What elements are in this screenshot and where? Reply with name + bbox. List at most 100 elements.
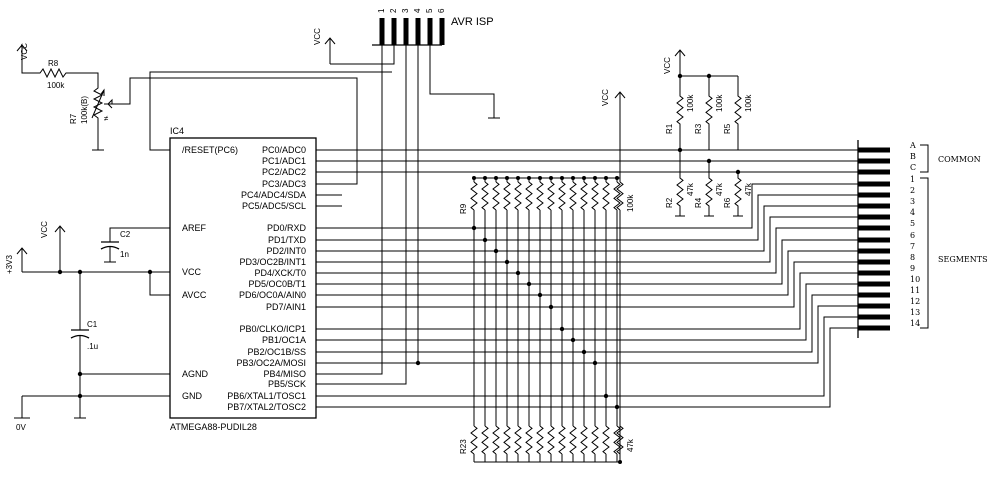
c1-label: C1 (87, 320, 98, 329)
common-divider-resistors (675, 76, 743, 217)
common-upper-resistor-2 (705, 76, 713, 150)
pin-label-1: PC1/ADC1 (262, 156, 306, 166)
pin-label-2: PC2/ADC2 (262, 167, 306, 177)
isp-pin-number-1: 1 (377, 8, 386, 13)
r3-value: 100k (715, 94, 724, 112)
r9-resistor-12 (591, 181, 599, 211)
segment-pin-7: 7 (910, 242, 915, 251)
pin-label-15: PB1/OC1A (262, 335, 306, 345)
r2-value: 47k (686, 182, 695, 196)
v33-arrow (16, 247, 28, 272)
r8-label: R8 (48, 59, 59, 68)
r8-value: 100k (47, 81, 65, 90)
r23-resistor-10 (569, 425, 577, 455)
wire-isp-sck (316, 45, 407, 385)
r9-resistor-5 (514, 181, 522, 211)
segment-pin-11: 11 (910, 286, 920, 295)
r9-pullup-network (470, 176, 624, 426)
r5-label: R5 (723, 123, 732, 134)
r9-resistor-8 (547, 181, 555, 211)
common-pin-A: A (909, 141, 916, 150)
r2-label: R2 (665, 197, 674, 208)
pin-label-13: PD7/AIN1 (266, 302, 306, 312)
vcc-label-common: VCC (663, 57, 672, 74)
wire-seg-11 (316, 294, 858, 353)
isp-label: AVR ISP (451, 16, 494, 28)
vcc-arrow-r8 (16, 44, 28, 65)
pin-gnd-label: GND (182, 391, 203, 401)
wire-seg-13 (316, 316, 858, 397)
ic4-ref: IC4 (170, 126, 184, 136)
isp-pin-number-5: 5 (425, 8, 434, 13)
r9-resistor-6 (525, 181, 533, 211)
pin-label-16: PB2/OC1B/SS (247, 347, 306, 357)
r9-resistor-10 (569, 181, 577, 211)
r9-resistor-15 (616, 181, 624, 211)
r6-value: 47k (744, 182, 753, 196)
wire-isp-miso (316, 45, 383, 375)
r9-value: 100k (626, 194, 635, 212)
segments-label: SEGMENTS (938, 255, 988, 264)
segment-pin-5: 5 (910, 219, 915, 228)
segment-pin-2: 2 (910, 186, 915, 195)
r23-resistor-8 (547, 425, 555, 455)
r23-resistor-11 (580, 425, 588, 455)
svg-text:≠: ≠ (104, 114, 109, 123)
common-pin-B: B (910, 152, 916, 161)
segment-pin-9: 9 (910, 264, 915, 273)
r7-pot-arrow (91, 89, 105, 119)
r9-resistor-9 (558, 181, 566, 211)
wire-seg-8 (316, 261, 858, 308)
r3-label: R3 (694, 123, 703, 134)
wire-seg-2 (316, 194, 858, 241)
segment-pin-1: 1 (910, 175, 915, 184)
pin-label-18: PB4/MISO (263, 369, 306, 379)
wire-seg-10 (316, 283, 858, 341)
pin-label-8: PD2/INT0 (266, 246, 306, 256)
isp-pin-number-3: 3 (401, 8, 410, 13)
r23-resistor-1 (470, 425, 478, 455)
pin-label-4: PC4/ADC4/SDA (241, 190, 306, 200)
vcc-arrow-common (674, 49, 686, 76)
vcc-arrow-aref (54, 225, 66, 252)
wire-seg-5 (316, 227, 858, 274)
wire-wiper-pc3 (112, 77, 358, 185)
isp-pin-number-6: 6 (437, 8, 446, 13)
pin-reset-label: /RESET(PC6) (182, 145, 238, 155)
pin-label-3: PC3/ADC3 (262, 179, 306, 189)
r9-label: R9 (459, 203, 468, 214)
common-lower-resistor-1 (675, 150, 685, 217)
wire-reset (149, 71, 392, 151)
vcc-label-aref: VCC (40, 221, 49, 238)
pin-label-5: PC5/ADC5/SCL (242, 201, 306, 211)
r9-resistor-1 (470, 181, 478, 211)
r23-resistor-6 (525, 425, 533, 455)
wire-seg-1 (316, 183, 858, 229)
segment-pin-3: 3 (910, 197, 915, 206)
r23-label: R23 (459, 439, 468, 454)
r23-resistor-3 (492, 425, 500, 455)
v33-label: +3V3 (5, 255, 14, 274)
ic4-body (169, 137, 317, 419)
r23-resistor-4 (503, 425, 511, 455)
pin-label-7: PD1/TXD (268, 235, 307, 245)
common-upper-resistor-1 (676, 76, 684, 150)
segment-pin-13: 13 (910, 308, 920, 317)
r23-resistor-13 (602, 425, 610, 455)
pin-label-0: PC0/ADC0 (262, 145, 306, 155)
segment-pin-12: 12 (910, 297, 920, 306)
pin-label-12: PD6/OC0A/AIN0 (239, 290, 306, 300)
r23-resistor-2 (481, 425, 489, 455)
pin-label-21: PB7/XTAL2/TOSC2 (227, 402, 306, 412)
r1-label: R1 (665, 123, 674, 134)
ic4-right-pin-labels: PC0/ADC0PC1/ADC1PC2/ADC2PC3/ADC3PC4/ADC4… (227, 145, 306, 412)
common-lower-resistor-2 (704, 161, 714, 217)
r23-resistor-12 (591, 425, 599, 455)
pin-aref-label: AREF (182, 223, 207, 233)
r5-value: 100k (744, 94, 753, 112)
r9-resistor-7 (536, 181, 544, 211)
segment-pin-14: 14 (910, 319, 920, 328)
